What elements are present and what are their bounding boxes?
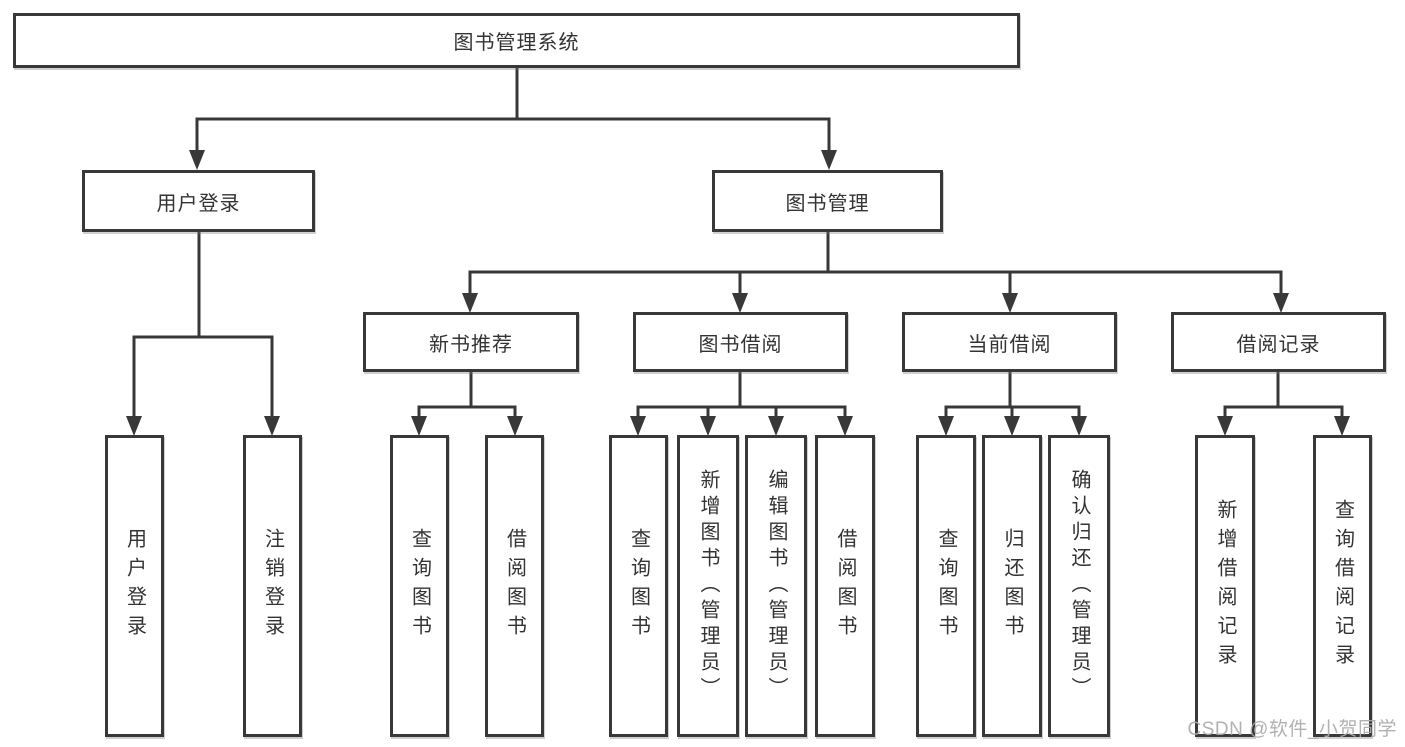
node-label: 图书管理系统 [453,32,580,54]
leaf-confirm-return-admin: 确认归还（管理员） [1048,435,1110,737]
node-label: 借阅记录 [1236,333,1321,356]
leaf-return-books: 归还图书 [982,435,1042,737]
node-borrowing-records: 借阅记录 [1171,312,1386,372]
node-label: 当前借阅 [967,333,1052,356]
node-label: 新增图书（管理员） [697,469,719,703]
node-label: 注销登录 [261,528,284,644]
node-library-management-system: 图书管理系统 [13,13,1020,68]
node-book-borrowing: 图书借阅 [633,312,848,372]
leaf-query-books-current: 查询图书 [916,435,976,737]
node-label: 图书管理 [785,192,870,215]
leaf-edit-books-admin: 编辑图书（管理员） [745,435,807,737]
node-label: 归还图书 [1001,528,1023,644]
node-label: 新增借阅记录 [1214,499,1236,673]
node-new-book-recommendation: 新书推荐 [363,312,579,372]
node-label: 编辑图书（管理员） [765,469,787,703]
csdn-watermark: CSDN @软件_小贺同学 [1187,719,1397,740]
leaf-query-books-borrowing: 查询图书 [609,435,668,737]
node-label: 新书推荐 [429,333,513,356]
leaf-add-borrow-record: 新增借阅记录 [1195,435,1255,737]
node-label: 查询图书 [627,528,650,644]
node-label: 查询图书 [408,528,431,644]
node-label: 查询图书 [935,528,957,644]
node-label: 用户登录 [123,528,146,644]
node-current-borrowing: 当前借阅 [902,312,1117,372]
node-label: 借阅图书 [503,528,526,644]
node-label: 图书借阅 [698,333,783,356]
node-label: 查询借阅记录 [1331,499,1354,673]
node-label: 用户登录 [156,192,241,215]
leaf-query-books-recommend: 查询图书 [390,435,449,737]
leaf-borrow-books-recommend: 借阅图书 [485,435,544,737]
node-label: 借阅图书 [834,528,856,644]
leaf-user-login: 用户登录 [105,435,164,737]
node-user-login: 用户登录 [82,170,315,232]
leaf-query-borrow-record: 查询借阅记录 [1313,435,1372,737]
leaf-borrow-books-borrowing: 借阅图书 [815,435,875,737]
leaf-logout: 注销登录 [243,435,302,737]
arrow-down-icons [126,150,1350,436]
node-label: 确认归还（管理员） [1068,469,1090,703]
connector-lines [132,68,1344,418]
leaf-add-books-admin: 新增图书（管理员） [677,435,739,737]
node-book-management: 图书管理 [712,170,943,232]
